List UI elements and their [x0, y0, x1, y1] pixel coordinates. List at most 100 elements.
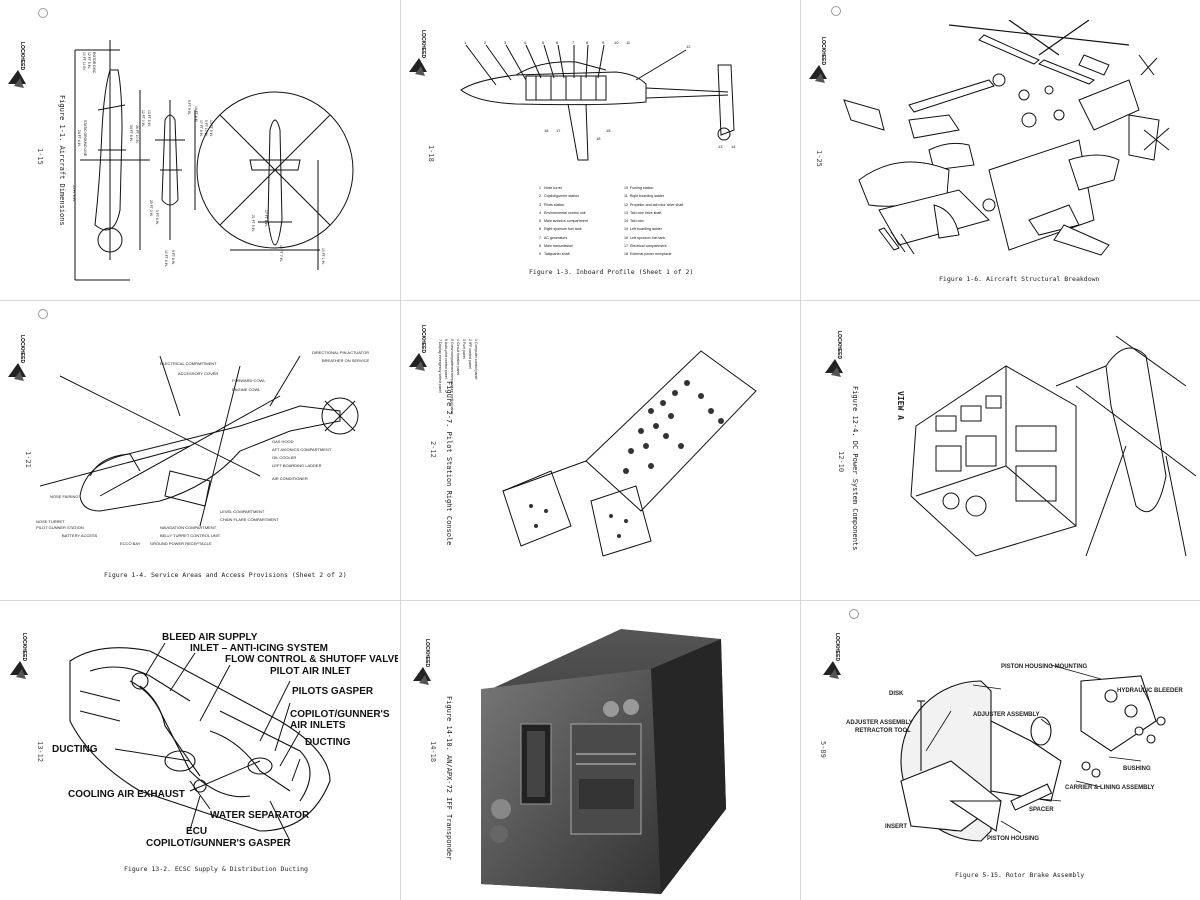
- callout-label: PILOT GUNNER STATION: [36, 525, 84, 530]
- legend-item: 4 Circuit breaker panel: [456, 339, 460, 376]
- figure-caption: Figure 12-4. DC Power System Components: [851, 386, 859, 551]
- svg-text:LOCKHEED: LOCKHEED: [19, 42, 25, 70]
- svg-text:17 FT 8 IN.: 17 FT 8 IN.: [264, 210, 268, 227]
- svg-text:LOCKHEED: LOCKHEED: [834, 633, 840, 661]
- duct-label: COOLING AIR EXHAUST: [68, 789, 185, 800]
- part-label: DISK: [889, 691, 904, 697]
- svg-text:8: 8: [586, 40, 589, 45]
- legend-item: 2 Copilot/gunner station: [539, 194, 579, 199]
- page-inboard-profile[interactable]: LOCKHEED 1-18 1 2 3 4: [401, 0, 799, 298]
- lockheed-logo: LOCKHEED: [411, 637, 433, 689]
- callout-label: ACCESSORY COVER: [178, 371, 219, 376]
- legend-item: 8 Main transmission: [539, 244, 573, 249]
- grid-divider: [0, 600, 1200, 601]
- page-pilot-console[interactable]: LOCKHEED Figure 2-7. Pilot Station Right…: [401, 301, 799, 599]
- svg-text:21 FT 5 IN.: 21 FT 5 IN.: [251, 215, 255, 232]
- svg-text:11: 11: [626, 40, 631, 45]
- lockheed-logo: LOCKHEED: [823, 329, 845, 381]
- svg-text:24 FT 4 IN.: 24 FT 4 IN.: [77, 130, 81, 147]
- callout-label: LEFT BOARDING LADDER: [272, 463, 322, 468]
- page-structural-breakdown[interactable]: LOCKHEED 1-25: [801, 0, 1199, 298]
- svg-text:13: 13: [718, 144, 723, 149]
- callout-label: NAVIGATION COMPARTMENT: [160, 525, 217, 530]
- page-number: 1-25: [815, 150, 823, 167]
- dimension-drawing: 10 FT 11 IN. 12 FT 5 IN. ROTOR DISC 24 F…: [72, 40, 354, 281]
- svg-text:13 FT 5 IN.: 13 FT 5 IN.: [147, 110, 151, 127]
- page-number: 1-15: [36, 148, 44, 165]
- duct-label: BLEED AIR SUPPLY: [162, 632, 258, 643]
- grid-divider: [400, 0, 401, 900]
- duct-label: DUCTING: [52, 744, 98, 755]
- legend-item: 1 Nose turret: [539, 186, 562, 190]
- svg-text:7: 7: [572, 40, 575, 45]
- legend-item: 3 Fuel panel: [462, 339, 466, 359]
- service-areas-drawing: [40, 355, 359, 527]
- binder-hole: [38, 309, 48, 319]
- page-number: 5-89: [819, 741, 827, 758]
- svg-text:14: 14: [731, 144, 736, 149]
- lockheed-logo: LOCKHEED: [821, 631, 843, 683]
- svg-text:5 FT 9 IN.: 5 FT 9 IN.: [187, 100, 191, 115]
- legend-item: 5 Crew compartment temperature control p…: [450, 339, 454, 415]
- callout-label: ECCO BAY: [120, 541, 141, 546]
- svg-text:14 FT 4 IN.: 14 FT 4 IN.: [194, 106, 198, 123]
- svg-text:3: 3: [504, 40, 507, 45]
- lockheed-logo: LOCKHEED: [807, 35, 829, 87]
- figure-caption: Figure 1-4. Service Areas and Access Pro…: [104, 571, 347, 579]
- svg-text:10: 10: [614, 40, 619, 45]
- legend-item: 14 Tail rotor: [624, 219, 644, 224]
- page-service-areas[interactable]: LOCKHEED 1-21 ELECTRICAL COMPARTMENT ACC…: [0, 301, 398, 599]
- page-rotor-brake[interactable]: LOCKHEED 5-89: [801, 601, 1199, 899]
- svg-text:LOCKHEED: LOCKHEED: [420, 325, 426, 353]
- callout-label: FORWARD COWL: [232, 378, 266, 383]
- page-dc-power[interactable]: LOCKHEED Figure 12-4. DC Power System Co…: [801, 301, 1199, 599]
- part-label: HYDRAULIC BLEEDER: [1117, 688, 1183, 694]
- legend-item: 7 AC generators: [539, 235, 568, 240]
- callout-label: AIR CONDITIONER: [272, 476, 308, 481]
- figure-caption: Figure 1-6. Aircraft Structural Breakdow…: [939, 275, 1100, 283]
- svg-text:12 FT 7 IN.: 12 FT 7 IN.: [279, 245, 283, 262]
- callout-label: ENGINE COWL: [232, 387, 261, 392]
- callout-label: CHAIN FLARE COMPARTMENT: [220, 517, 279, 522]
- svg-text:16: 16: [544, 128, 549, 133]
- binder-hole: [38, 8, 48, 18]
- legend-item: 15 Left boarding ladder: [624, 227, 662, 232]
- lockheed-logo: LOCKHEED: [407, 28, 429, 80]
- figure-caption: Figure 1-3. Inboard Profile (Sheet 1 of …: [529, 268, 694, 276]
- callout-label: DIRECTIONAL PIN ACTUATOR: [312, 350, 370, 355]
- figure-caption: Figure 13-2. ECSC Supply & Distribution …: [124, 865, 308, 873]
- svg-text:LOCKHEED: LOCKHEED: [424, 639, 430, 667]
- part-label: RETRACTOR TOOL: [855, 728, 911, 734]
- page-ecsc-ducting[interactable]: LOCKHEED 13-12: [0, 601, 398, 899]
- console-drawing: [502, 350, 757, 557]
- duct-label: INLET – ANTI-ICING SYSTEM: [190, 643, 328, 654]
- callout-label: LEVEL COMPARTMENT: [220, 509, 265, 514]
- legend-right: 10 Fueling station 11 Right boarding lad…: [624, 184, 683, 259]
- callout-label: BELLY TURRET CONTROL UNIT: [160, 533, 221, 538]
- legend-item: 4 Environmental control unit: [539, 210, 586, 215]
- binder-hole: [849, 609, 859, 619]
- svg-text:17 FT 6 IN.: 17 FT 6 IN.: [199, 120, 203, 137]
- part-label: ADJUSTER ASSEMBLY: [846, 720, 913, 726]
- svg-text:13 FT 9 IN.: 13 FT 9 IN.: [209, 120, 213, 137]
- svg-text:17: 17: [556, 128, 561, 133]
- legend-item: 2 IFF control panel: [468, 339, 472, 369]
- svg-text:54 FT 8 IN.: 54 FT 8 IN.: [129, 125, 133, 142]
- svg-text:9: 9: [602, 40, 605, 45]
- figure-caption: Figure 5-15. Rotor Brake Assembly: [955, 871, 1085, 879]
- duct-label: FLOW CONTROL & SHUTOFF VALVE: [225, 654, 398, 665]
- svg-text:10 FT 1 IN.: 10 FT 1 IN.: [321, 248, 325, 265]
- page-iff-transponder[interactable]: LOCKHEED Figure 14-10. AN/APX-72 IFF Tra…: [401, 601, 799, 899]
- page-aircraft-dimensions[interactable]: LOCKHEED Figure 1-1. Aircraft Dimensions…: [0, 0, 398, 298]
- rotor-brake-drawing: [900, 664, 1166, 842]
- svg-text:STATIC GROUND LINE: STATIC GROUND LINE: [83, 120, 87, 157]
- legend-item: 6 Right sponson fuel tank: [539, 227, 582, 232]
- svg-text:26 FT 10 IN.: 26 FT 10 IN.: [135, 125, 139, 144]
- grid-divider: [0, 300, 1200, 301]
- svg-text:9 FT 8 IN.: 9 FT 8 IN.: [171, 250, 175, 265]
- svg-text:12 FT 5 IN.: 12 FT 5 IN.: [87, 52, 91, 69]
- callout-label: BREATHER ON SERVICE: [322, 358, 370, 363]
- svg-text:5: 5: [542, 40, 545, 45]
- svg-text:6: 6: [556, 40, 559, 45]
